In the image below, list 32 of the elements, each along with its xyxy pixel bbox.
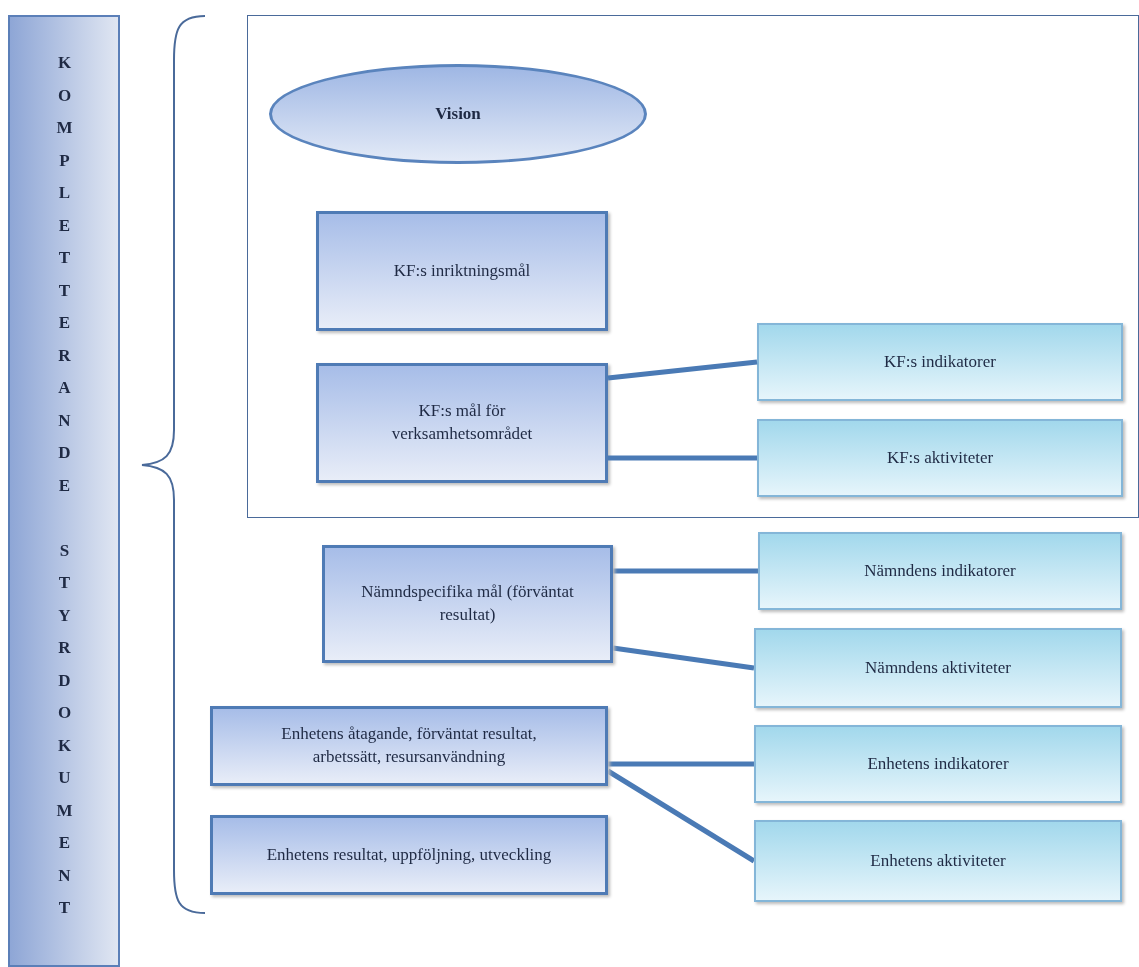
box-text: Nämndens indikatorer	[863, 559, 1017, 582]
goal-box	[316, 363, 608, 483]
connector-line	[608, 761, 754, 767]
goal-box	[210, 706, 608, 786]
indicator-box	[757, 419, 1123, 497]
indicator-box	[758, 532, 1122, 610]
box-text: Enhetens resultat, uppföljning, utveckling	[265, 843, 553, 866]
connector-line	[612, 645, 755, 671]
box-text: KF:s inriktningsmål	[392, 259, 532, 282]
box-text: Enhetens indikatorer	[866, 752, 1010, 775]
indicator-box	[754, 725, 1122, 803]
box-text: KF:s aktiviteter	[885, 446, 995, 469]
indicator-box	[754, 820, 1122, 902]
goal-box	[316, 211, 608, 331]
connector-line	[613, 568, 758, 574]
indicator-box	[757, 323, 1123, 401]
frame-box	[247, 15, 1139, 518]
connector-line	[608, 455, 757, 461]
box-text: KF:s mål för verksamhetsområdet	[390, 400, 534, 445]
goal-box	[322, 545, 613, 663]
side-banner	[8, 15, 120, 967]
box-text: KF:s indikatorer	[883, 350, 997, 373]
indicator-box	[754, 628, 1122, 708]
box-text: Nämndspecifika mål (förväntat resultat)	[360, 581, 575, 626]
connector-line	[606, 768, 756, 864]
connector-line	[607, 359, 758, 381]
box-text: Enhetens aktiviteter	[869, 849, 1007, 872]
vertical-title: KOMPLETTERANDE STYRDOKUMENT	[54, 53, 74, 931]
box-text: Nämndens aktiviteter	[864, 656, 1012, 679]
goal-box	[210, 815, 608, 895]
box-text: Enhetens åtagande, förväntat resultat, arbetssätt, resursanvändning	[280, 723, 538, 768]
box-text: Vision	[434, 102, 482, 125]
